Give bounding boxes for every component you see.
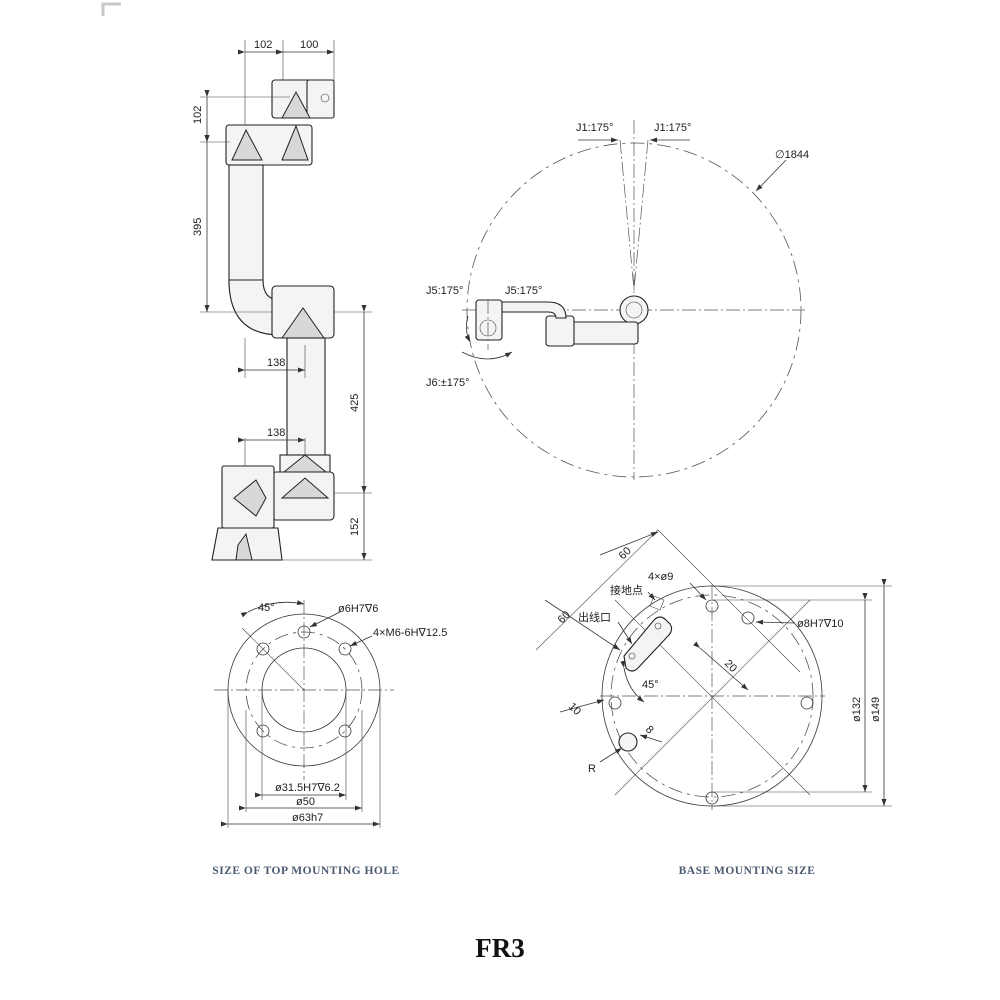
dim-102-left: 102 — [192, 106, 204, 124]
side-view: 102 100 102 395 138 138 425 152 — [192, 39, 372, 561]
top-view: J1:175° J1:175° ∅1844 J5:175° J5:175° J6… — [426, 120, 809, 480]
dim-100-top: 100 — [300, 39, 318, 51]
base-angle: 45° — [642, 679, 659, 691]
base-dim-20: 20 — [722, 658, 739, 675]
dim-102-top: 102 — [254, 39, 272, 51]
dim-138-a: 138 — [267, 357, 285, 369]
j5-right-label: J5:175° — [505, 285, 542, 297]
base-mount-caption: BASE MOUNTING SIZE — [679, 865, 816, 877]
top-mount-angle: 45° — [258, 602, 275, 614]
model-title: FR3 — [475, 933, 525, 963]
j6-label: J6:±175° — [426, 377, 469, 389]
base-holes: 4×ø9 — [648, 571, 673, 583]
base-d149: ø149 — [870, 697, 882, 722]
base-d132: ø132 — [851, 697, 863, 722]
top-mount-threads: 4×M6-6H∇12.5 — [373, 627, 447, 639]
top-mount-drawing: 45° ø6H7∇6 4×M6-6H∇12.5 ø31.5H7∇6.2 ø50 … — [214, 600, 447, 828]
top-mount-caption: SIZE OF TOP MOUNTING HOLE — [212, 865, 399, 877]
dim-395: 395 — [192, 218, 204, 236]
dim-138-b: 138 — [267, 427, 285, 439]
corner-mark — [101, 2, 121, 16]
base-outlet-label: 出线口 — [578, 610, 611, 624]
base-ground-label: 接地点 — [610, 584, 643, 597]
top-mount-d63: ø63h7 — [292, 812, 323, 824]
base-dim-10: 10 — [566, 701, 583, 718]
workspace-diameter: ∅1844 — [775, 149, 809, 161]
j1-left-label: J1:175° — [576, 122, 613, 134]
top-mount-pin: ø6H7∇6 — [338, 603, 378, 615]
j5-left-label: J5:175° — [426, 285, 463, 297]
base-dim-60-left: 60 — [556, 609, 573, 626]
j1-right-label: J1:175° — [654, 122, 691, 134]
top-mount-bore: ø31.5H7∇6.2 — [275, 782, 340, 794]
base-pin-label: ø8H7∇10 — [797, 618, 844, 630]
base-mount-drawing: 60 60 4×ø9 接地点 出线口 ø8H7∇10 20 45° 10 8 R… — [535, 529, 892, 810]
dim-425: 425 — [349, 394, 361, 412]
base-radius: R — [588, 763, 596, 775]
dim-152: 152 — [349, 518, 361, 536]
base-dim-8: 8 — [643, 724, 656, 737]
top-mount-d50: ø50 — [296, 796, 315, 808]
